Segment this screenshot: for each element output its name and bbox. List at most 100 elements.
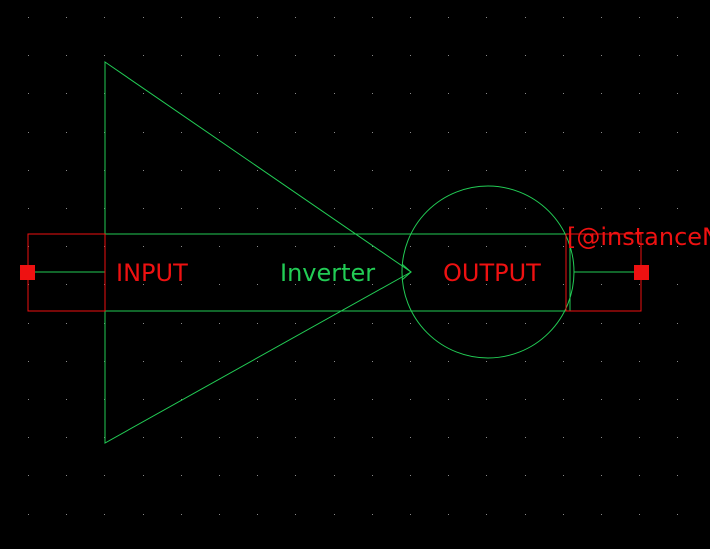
grid-dot <box>181 514 182 515</box>
grid-dot <box>410 399 411 400</box>
grid-dot <box>486 93 487 94</box>
grid-dot <box>525 55 526 56</box>
grid-dot <box>448 284 449 285</box>
grid-dot <box>410 361 411 362</box>
grid-dot <box>525 514 526 515</box>
grid-dot <box>219 93 220 94</box>
grid-dot <box>525 361 526 362</box>
grid-dot <box>28 399 29 400</box>
grid-dot <box>334 475 335 476</box>
grid-dot <box>639 475 640 476</box>
grid-dot <box>677 475 678 476</box>
grid-dot <box>257 208 258 209</box>
grid-dot <box>295 93 296 94</box>
grid-dot <box>639 246 640 247</box>
grid-dot <box>257 284 258 285</box>
input-pin-square-icon[interactable] <box>20 265 35 280</box>
grid-dot <box>563 323 564 324</box>
grid-dot <box>563 361 564 362</box>
grid-dot <box>372 55 373 56</box>
grid-dot <box>257 475 258 476</box>
grid-dot <box>66 361 67 362</box>
grid-dot <box>372 170 373 171</box>
grid-dot <box>66 399 67 400</box>
grid-dot <box>143 323 144 324</box>
grid-dot <box>448 170 449 171</box>
grid-dot <box>143 475 144 476</box>
grid-dot <box>219 170 220 171</box>
grid-dot <box>219 17 220 18</box>
grid-dot <box>601 437 602 438</box>
instance-name-label: [@instanceName] <box>567 223 710 251</box>
grid-dot <box>372 284 373 285</box>
grid-dot <box>219 132 220 133</box>
grid-dot <box>486 55 487 56</box>
grid-dot <box>219 55 220 56</box>
grid-dot <box>28 17 29 18</box>
grid-dot <box>639 93 640 94</box>
grid-dot <box>448 55 449 56</box>
grid-dot <box>66 208 67 209</box>
grid-dot <box>295 246 296 247</box>
grid-dot <box>372 361 373 362</box>
grid-dot <box>639 437 640 438</box>
grid-dot <box>525 284 526 285</box>
grid-dot <box>677 55 678 56</box>
grid-dot <box>66 93 67 94</box>
grid-dot <box>143 93 144 94</box>
inverter-triangle[interactable] <box>104 61 412 444</box>
grid-dot <box>372 17 373 18</box>
grid-dot <box>295 399 296 400</box>
grid-dot <box>525 437 526 438</box>
grid-dot <box>410 170 411 171</box>
grid-dot <box>219 399 220 400</box>
grid-dot <box>334 246 335 247</box>
grid-dot <box>677 284 678 285</box>
grid-dot <box>372 475 373 476</box>
grid-dot <box>181 323 182 324</box>
grid-dot <box>372 437 373 438</box>
grid-dot <box>677 361 678 362</box>
grid-dot <box>334 361 335 362</box>
grid-dot <box>104 475 105 476</box>
grid-dot <box>257 17 258 18</box>
grid-dot <box>181 361 182 362</box>
symbol-name-label: Inverter <box>280 259 375 287</box>
grid-dot <box>28 514 29 515</box>
grid-dot <box>295 170 296 171</box>
grid-dot <box>334 323 335 324</box>
grid-dot <box>143 17 144 18</box>
grid-dot <box>677 437 678 438</box>
grid-dot <box>28 55 29 56</box>
grid-dot <box>639 17 640 18</box>
grid-dot <box>525 323 526 324</box>
grid-dot <box>257 399 258 400</box>
grid-dot <box>601 208 602 209</box>
grid-dot <box>410 17 411 18</box>
grid-dot <box>219 437 220 438</box>
grid-dot <box>525 399 526 400</box>
grid-dot <box>639 170 640 171</box>
grid-dot <box>448 361 449 362</box>
grid-dot <box>66 132 67 133</box>
grid-dot <box>295 132 296 133</box>
grid-dot <box>143 132 144 133</box>
output-pin-square-icon[interactable] <box>634 265 649 280</box>
grid-dot <box>486 361 487 362</box>
grid-dot <box>28 208 29 209</box>
grid-dot <box>334 208 335 209</box>
grid-dot <box>563 475 564 476</box>
grid-dot <box>601 361 602 362</box>
grid-dot <box>486 170 487 171</box>
grid-dot <box>28 475 29 476</box>
grid-dot <box>563 437 564 438</box>
grid-dot <box>677 246 678 247</box>
grid-dot <box>334 284 335 285</box>
grid-dot <box>677 132 678 133</box>
grid-dot <box>295 475 296 476</box>
grid-dot <box>181 55 182 56</box>
grid-dot <box>639 361 640 362</box>
grid-dot <box>410 55 411 56</box>
